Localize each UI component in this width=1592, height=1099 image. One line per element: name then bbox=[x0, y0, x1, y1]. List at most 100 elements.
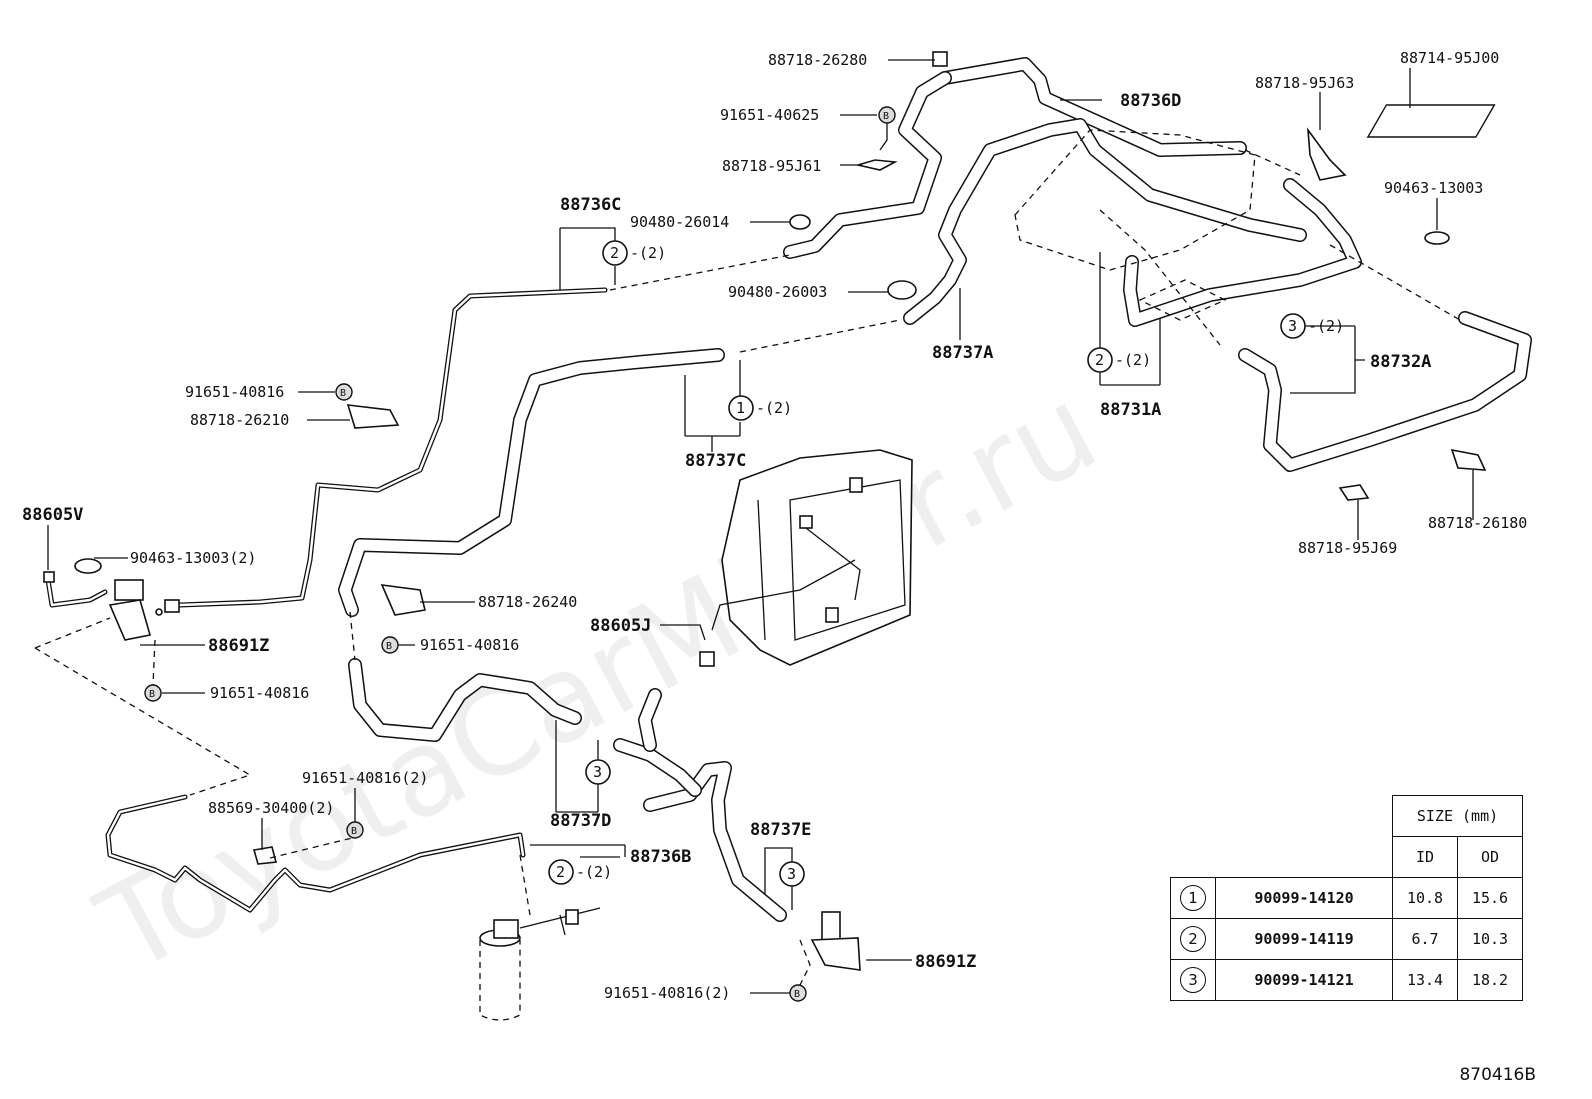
hose-88737D bbox=[348, 658, 582, 742]
callouts: 88718-26280 91651-40625 88718-95J61 8873… bbox=[22, 49, 1527, 1002]
row-part-number: 90099-14119 bbox=[1215, 918, 1393, 960]
bolt-marker: B bbox=[335, 383, 353, 401]
oring-marker-2-88731A: 2 -(2) bbox=[1087, 347, 1151, 373]
label-88569-30400-2: 88569-30400(2) bbox=[208, 799, 334, 817]
label-88718-26210: 88718-26210 bbox=[190, 411, 289, 429]
oring-markers: 2 -(2) 1 -(2) 3 -(2) 2 -(2) 3 2 -(2) bbox=[548, 240, 1344, 887]
label-88718-95J61: 88718-95J61 bbox=[722, 157, 821, 175]
row-od: 18.2 bbox=[1457, 959, 1523, 1001]
label-88718-95J69: 88718-95J69 bbox=[1298, 539, 1397, 557]
size-table-col-id: ID bbox=[1392, 836, 1458, 878]
label-88714-95J00: 88714-95J00 bbox=[1400, 49, 1499, 67]
pipe-88736B bbox=[105, 794, 526, 913]
size-table-title: SIZE (mm) bbox=[1392, 795, 1523, 837]
pipe-88736C bbox=[177, 287, 608, 608]
svg-text:B: B bbox=[149, 689, 155, 700]
svg-text:B: B bbox=[386, 641, 392, 652]
label-88736C: 88736C bbox=[560, 195, 621, 215]
row-key: 2 bbox=[1180, 926, 1206, 952]
pipe-88605V bbox=[45, 577, 108, 608]
label-88605J: 88605J bbox=[590, 616, 651, 636]
svg-text:-(2): -(2) bbox=[630, 244, 666, 262]
hose-88737A bbox=[903, 118, 1307, 325]
label-90463-13003: 90463-13003 bbox=[1384, 179, 1483, 197]
hose-88737C bbox=[338, 348, 725, 617]
label-88737A: 88737A bbox=[932, 343, 993, 363]
label-88737D: 88737D bbox=[550, 811, 611, 831]
label-88718-26240: 88718-26240 bbox=[478, 593, 577, 611]
table-row: 1 90099-14120 10.8 15.6 bbox=[1170, 877, 1523, 919]
table-row: 2 90099-14119 6.7 10.3 bbox=[1170, 918, 1523, 960]
row-key: 3 bbox=[1180, 967, 1206, 993]
label-88737C: 88737C bbox=[685, 451, 746, 471]
label-88605V: 88605V bbox=[22, 505, 83, 525]
row-id: 10.8 bbox=[1392, 877, 1458, 919]
bolt-marker: B bbox=[144, 684, 162, 702]
label-91651-40816-2a: 91651-40816(2) bbox=[302, 769, 428, 787]
row-id: 6.7 bbox=[1392, 918, 1458, 960]
svg-text:2: 2 bbox=[610, 244, 619, 262]
svg-text:B: B bbox=[340, 388, 346, 399]
svg-text:-(2): -(2) bbox=[576, 863, 612, 881]
bracket-88691Z-left bbox=[108, 579, 180, 641]
label-88737E: 88737E bbox=[750, 820, 811, 840]
svg-text:1: 1 bbox=[736, 399, 745, 417]
evaporator-unit-outline bbox=[1014, 129, 1256, 321]
row-od: 10.3 bbox=[1457, 918, 1523, 960]
oring-marker-2-88736C: 2 -(2) bbox=[602, 240, 666, 266]
label-91651-40625: 91651-40625 bbox=[720, 106, 819, 124]
oring-marker-3-88732A: 3 -(2) bbox=[1280, 313, 1344, 339]
label-91651-40816-2b: 91651-40816(2) bbox=[604, 984, 730, 1002]
small-parts bbox=[43, 51, 1496, 865]
bolt-marker: B bbox=[381, 636, 399, 654]
label-90480-26014: 90480-26014 bbox=[630, 213, 729, 231]
leader-lines bbox=[47, 59, 1474, 994]
svg-text:-(2): -(2) bbox=[756, 399, 792, 417]
label-88731A: 88731A bbox=[1100, 400, 1161, 420]
label-88691Z-left: 88691Z bbox=[208, 636, 269, 656]
watermark: ToyotaCarMirror.ru bbox=[77, 360, 1118, 1002]
label-88718-26280: 88718-26280 bbox=[768, 51, 867, 69]
row-part-number: 90099-14120 bbox=[1215, 877, 1393, 919]
svg-text:B: B bbox=[351, 826, 357, 837]
label-91651-40816-b: 91651-40816 bbox=[420, 636, 519, 654]
row-key: 1 bbox=[1180, 885, 1206, 911]
bolt-marker: B bbox=[346, 821, 364, 839]
label-88736B: 88736B bbox=[630, 847, 691, 867]
label-91651-40816-a: 91651-40816 bbox=[185, 383, 284, 401]
bracket-88691Z-right bbox=[810, 911, 861, 971]
svg-text:2: 2 bbox=[556, 863, 565, 881]
pipe-88736D bbox=[783, 57, 1247, 259]
svg-text:3: 3 bbox=[787, 865, 796, 883]
svg-text:3: 3 bbox=[593, 763, 602, 781]
label-88691Z-right: 88691Z bbox=[915, 952, 976, 972]
label-90463-13003-2: 90463-13003(2) bbox=[130, 549, 256, 567]
bolt-marker: B bbox=[878, 106, 896, 124]
svg-text:-(2): -(2) bbox=[1115, 351, 1151, 369]
row-od: 15.6 bbox=[1457, 877, 1523, 919]
oring-marker-3-88737E: 3 bbox=[779, 861, 805, 887]
size-table-col-od: OD bbox=[1457, 836, 1523, 878]
receiver-drier bbox=[479, 907, 601, 1021]
label-88736D: 88736D bbox=[1120, 91, 1181, 111]
label-90480-26003: 90480-26003 bbox=[728, 283, 827, 301]
label-88732A: 88732A bbox=[1370, 352, 1431, 372]
svg-text:B: B bbox=[883, 111, 889, 122]
label-91651-40816-c: 91651-40816 bbox=[210, 684, 309, 702]
label-88718-26180: 88718-26180 bbox=[1428, 514, 1527, 532]
reference-code: 870416B bbox=[1459, 1065, 1536, 1085]
table-row: 3 90099-14121 13.4 18.2 bbox=[1170, 959, 1523, 1001]
row-id: 13.4 bbox=[1392, 959, 1458, 1001]
svg-text:3: 3 bbox=[1288, 317, 1297, 335]
connection-lines bbox=[34, 149, 1461, 986]
oring-size-table: SIZE (mm) ID OD 1 90099-14120 10.8 15.6 … bbox=[1170, 795, 1523, 1001]
svg-text:2: 2 bbox=[1095, 351, 1104, 369]
bolt-marker: B bbox=[789, 984, 807, 1002]
hose-88732A bbox=[1123, 178, 1532, 472]
oring-marker-1-88737C: 1 -(2) bbox=[728, 395, 792, 421]
oring-marker-3-88737D: 3 bbox=[585, 759, 611, 785]
row-part-number: 90099-14121 bbox=[1215, 959, 1393, 1001]
svg-text:-(2): -(2) bbox=[1308, 317, 1344, 335]
svg-text:B: B bbox=[794, 989, 800, 1000]
